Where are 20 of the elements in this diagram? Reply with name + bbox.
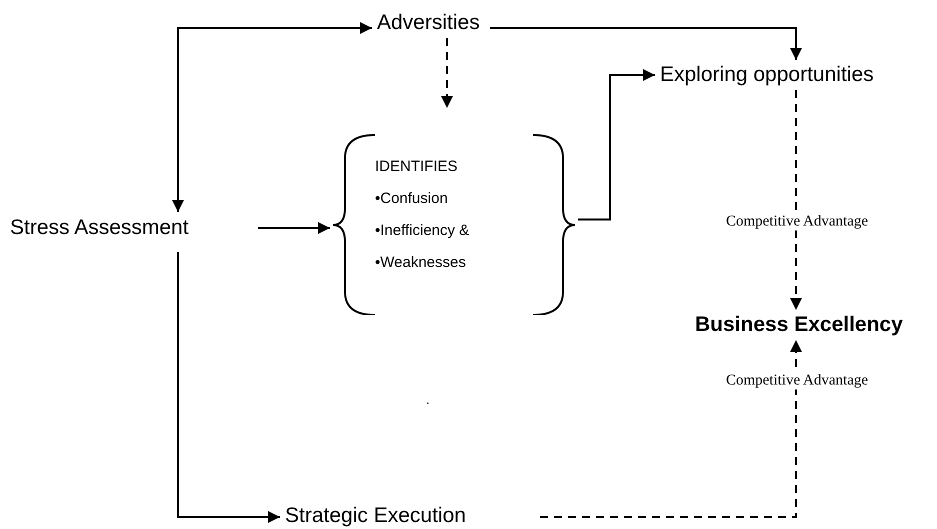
- node-label: Business Excellency: [695, 313, 903, 337]
- edge-label: Competitive Advantage: [724, 372, 870, 390]
- dashed-arrow: [441, 38, 453, 108]
- list-item: •Weaknesses: [375, 254, 466, 271]
- node-label: Stress Assessment: [10, 216, 189, 240]
- node-label: Exploring opportunities: [660, 63, 874, 87]
- node-label: Adversities: [377, 11, 480, 35]
- arrow: [578, 69, 655, 220]
- arrow: [258, 222, 330, 234]
- list-item: •Confusion: [375, 190, 448, 207]
- arrow: [177, 252, 280, 523]
- dashed-arrow: [540, 340, 802, 518]
- edge-label: Competitive Advantage: [724, 214, 870, 230]
- dashed-arrow: [790, 90, 802, 310]
- node-label: Strategic Execution: [285, 504, 466, 528]
- arrow: [172, 22, 372, 212]
- arrow: [490, 27, 802, 60]
- stray-dot: .: [426, 392, 430, 407]
- group-heading: IDENTIFIES: [375, 158, 458, 175]
- list-item: •Inefficiency &: [375, 222, 470, 239]
